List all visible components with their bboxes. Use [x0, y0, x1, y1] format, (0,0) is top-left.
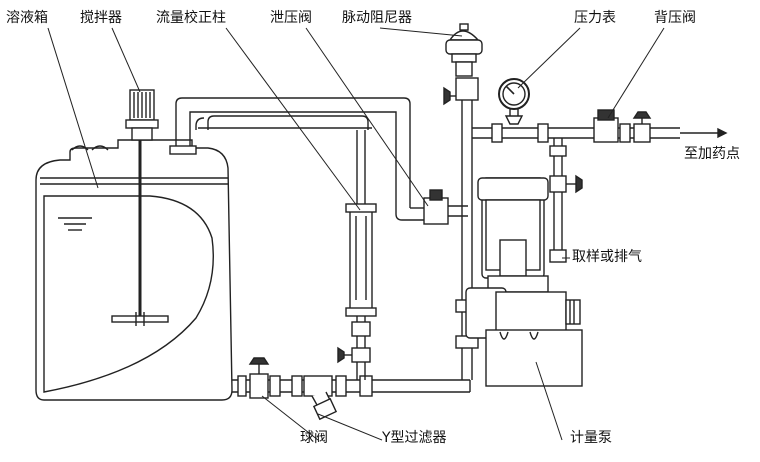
- y-strainer: [303, 375, 338, 421]
- pressure-gauge: [498, 78, 530, 125]
- leader-ball-valve: [261, 395, 319, 441]
- leader-back-pressure: [607, 27, 665, 119]
- flow-calibration-column: [337, 130, 377, 380]
- leader-mixer: [111, 27, 141, 93]
- pulsation-damper: [443, 23, 483, 106]
- metering-pump: [465, 177, 583, 387]
- sampling-branch: [549, 138, 583, 263]
- label-y-strainer: Y型过滤器: [382, 430, 447, 446]
- label-mixer: 搅拌器: [80, 10, 122, 26]
- leader-damper: [379, 27, 463, 37]
- leader-y-strainer: [317, 413, 383, 441]
- label-flow-column: 流量校正柱: [156, 10, 226, 26]
- label-sampling-vent: 取样或排气: [572, 249, 642, 265]
- solution-tank: [35, 139, 233, 401]
- label-to-dosing-point: 至加药点: [684, 146, 740, 162]
- leader-flow-column: [225, 27, 361, 211]
- leader-pump: [535, 361, 563, 441]
- ball-valve: [248, 357, 270, 399]
- label-ball-valve: 球阀: [300, 430, 328, 446]
- back-pressure-valve: [593, 109, 652, 143]
- leader-gauge: [517, 27, 581, 89]
- relief-valve: [395, 189, 468, 225]
- label-tank: 溶液箱: [6, 10, 48, 26]
- suction-line: [232, 375, 470, 397]
- discharge-riser: [455, 100, 479, 392]
- outlet-arrow: [680, 127, 728, 139]
- label-back-pressure-valve: 背压阀: [654, 10, 696, 26]
- label-pulsation-damper: 脉动阻尼器: [342, 10, 412, 26]
- label-pressure-gauge: 压力表: [574, 10, 616, 26]
- leader-relief-valve: [305, 27, 429, 207]
- leader-lines: [47, 27, 665, 441]
- label-relief-valve: 泄压阀: [270, 10, 312, 26]
- label-metering-pump: 计量泵: [570, 430, 612, 446]
- mixer: [111, 89, 169, 326]
- leader-tank: [47, 27, 99, 189]
